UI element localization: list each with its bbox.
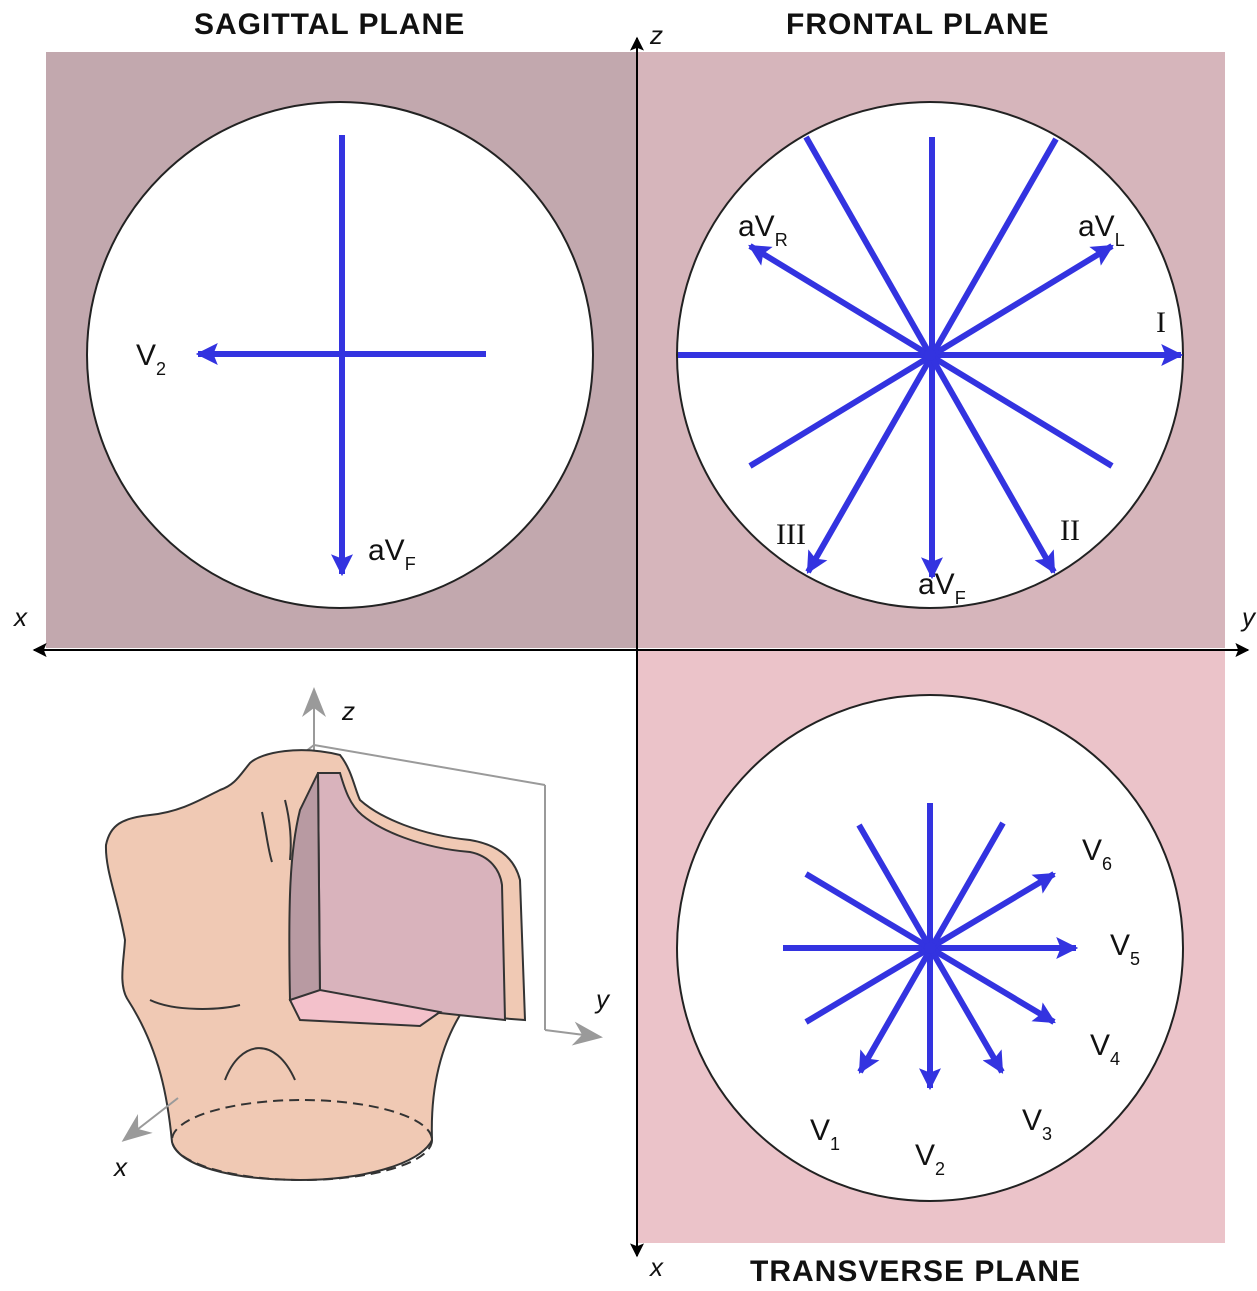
torso-illustration: z y x bbox=[106, 690, 611, 1182]
transverse-center bbox=[924, 942, 936, 954]
frontal-lead-ii-label: II bbox=[1060, 514, 1080, 547]
frontal-center bbox=[924, 349, 936, 361]
y-axis-label-right: y bbox=[1240, 602, 1257, 632]
frontal-lead-iii-label: III bbox=[776, 518, 806, 551]
frontal-lead-i-label: I bbox=[1156, 306, 1166, 339]
torso-z-label: z bbox=[341, 696, 355, 726]
x-axis-label-bottom: x bbox=[648, 1252, 664, 1282]
torso-x-label: x bbox=[112, 1152, 128, 1182]
torso-y-label: y bbox=[594, 984, 611, 1014]
x-axis-label-left: x bbox=[12, 602, 28, 632]
z-axis-label-top: z bbox=[649, 20, 663, 50]
